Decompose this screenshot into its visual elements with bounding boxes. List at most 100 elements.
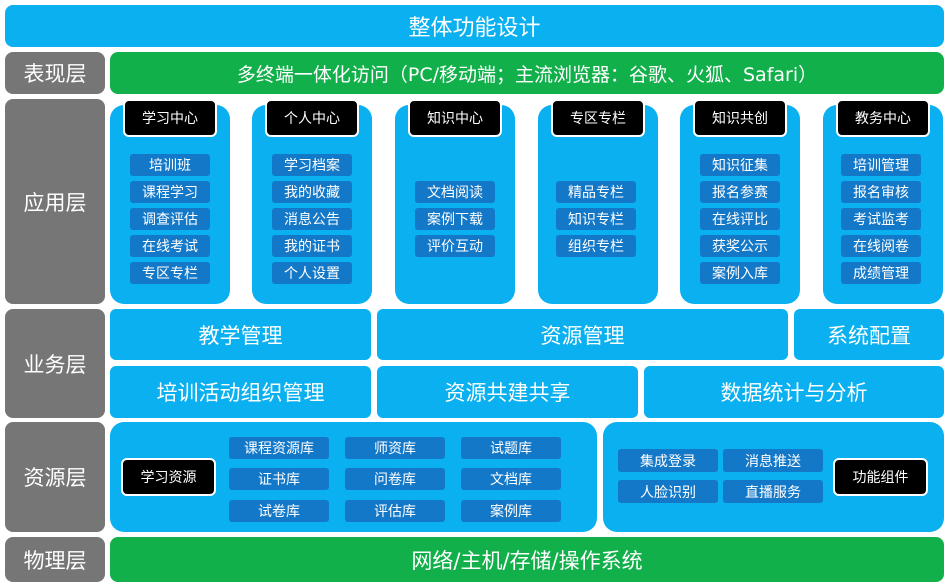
resource-library: 文档库 (461, 468, 561, 490)
app-item: 考试监考 (841, 208, 921, 230)
app-column-title-text: 个人中心 (284, 111, 340, 127)
app-item-text: 知识征集 (712, 158, 768, 174)
learning-resources-label-text: 学习资源 (140, 470, 197, 486)
business-training-activity: 培训活动组织管理 (110, 366, 371, 418)
app-item: 我的证书 (272, 235, 352, 257)
app-item-text: 在线阅卷 (853, 239, 909, 255)
app-item: 案例入库 (700, 262, 780, 284)
physical-bar: 网络/主机/存储/操作系统 (110, 537, 944, 582)
business-box-text: 资源管理 (540, 323, 625, 348)
component-item-text: 直播服务 (745, 484, 801, 501)
resource-library: 问卷库 (345, 468, 445, 490)
business-resource-management: 资源管理 (377, 309, 788, 360)
app-column-title: 专区专栏 (551, 99, 645, 137)
app-item-text: 我的收藏 (284, 185, 340, 201)
app-item: 成绩管理 (841, 262, 921, 284)
component-item-text: 人脸识别 (640, 484, 696, 501)
component-item-text: 消息推送 (745, 453, 801, 470)
app-column-knowledge-center (395, 105, 515, 304)
app-column-title: 教务中心 (836, 99, 930, 137)
app-item-text: 考试监考 (853, 212, 909, 228)
business-box-text: 系统配置 (827, 323, 911, 348)
app-item: 培训管理 (841, 154, 921, 176)
layer-label-business-text: 业务层 (23, 352, 87, 377)
app-item-text: 学习档案 (284, 158, 340, 174)
app-item-text: 调查评估 (142, 212, 198, 228)
component-item: 直播服务 (723, 480, 823, 503)
learning-resources-label: 学习资源 (121, 458, 216, 496)
resource-library-text: 问卷库 (374, 472, 416, 488)
resource-library: 课程资源库 (229, 437, 329, 459)
app-column-title-text: 教务中心 (855, 111, 911, 127)
resource-library-text: 试题库 (490, 441, 532, 457)
app-column-special-section (538, 105, 658, 304)
component-item-text: 集成登录 (640, 453, 696, 470)
layer-label-application-text: 应用层 (23, 190, 87, 215)
app-item: 精品专栏 (556, 181, 636, 203)
app-item-text: 消息公告 (284, 212, 340, 228)
app-item: 组织专栏 (556, 235, 636, 257)
resource-library: 案例库 (461, 500, 561, 522)
app-item: 报名审核 (841, 181, 921, 203)
resource-library: 证书库 (229, 468, 329, 490)
app-column-title: 个人中心 (265, 99, 359, 137)
resource-library-text: 文档库 (490, 472, 532, 488)
business-system-config: 系统配置 (794, 309, 944, 360)
app-item-text: 我的证书 (284, 239, 340, 255)
page-title: 整体功能设计 (5, 5, 944, 47)
app-item-text: 个人设置 (284, 266, 340, 282)
app-item: 在线阅卷 (841, 235, 921, 257)
app-column-title-text: 知识中心 (427, 111, 483, 127)
app-item: 课程学习 (130, 181, 210, 203)
app-item: 学习档案 (272, 154, 352, 176)
app-item: 个人设置 (272, 262, 352, 284)
component-item: 集成登录 (618, 449, 718, 472)
resource-library-text: 师资库 (374, 441, 416, 457)
app-item-text: 成绩管理 (853, 266, 909, 282)
app-item-text: 组织专栏 (568, 239, 624, 255)
presentation-bar: 多终端一体化访问（PC/移动端；主流浏览器：谷歌、火狐、Safari） (110, 52, 944, 94)
app-item: 调查评估 (130, 208, 210, 230)
app-item: 我的收藏 (272, 181, 352, 203)
app-item: 在线考试 (130, 235, 210, 257)
app-item-text: 报名审核 (853, 185, 909, 201)
app-item: 消息公告 (272, 208, 352, 230)
page-title-text: 整体功能设计 (408, 16, 541, 41)
functional-components-label: 功能组件 (833, 458, 928, 496)
app-item-text: 课程学习 (142, 185, 198, 201)
component-item: 人脸识别 (618, 480, 718, 503)
app-item: 知识征集 (700, 154, 780, 176)
component-item: 消息推送 (723, 449, 823, 472)
app-item-text: 在线评比 (712, 212, 768, 228)
app-item: 获奖公示 (700, 235, 780, 257)
app-item-text: 知识专栏 (568, 212, 624, 228)
app-item: 报名参赛 (700, 181, 780, 203)
resource-library-text: 试卷库 (258, 504, 300, 520)
resource-library: 师资库 (345, 437, 445, 459)
layer-label-presentation-text: 表现层 (23, 62, 87, 86)
resource-library: 试题库 (461, 437, 561, 459)
resource-library: 评估库 (345, 500, 445, 522)
app-column-title: 知识共创 (693, 99, 787, 137)
layer-label-resource: 资源层 (5, 422, 105, 532)
app-column-title: 知识中心 (408, 99, 502, 137)
resource-library: 试卷库 (229, 500, 329, 522)
app-item: 培训班 (130, 154, 210, 176)
business-data-analytics: 数据统计与分析 (644, 366, 944, 418)
app-column-title-text: 知识共创 (712, 111, 768, 127)
layer-label-physical-text: 物理层 (23, 548, 87, 573)
resource-library-text: 案例库 (490, 504, 532, 520)
functional-components-label-text: 功能组件 (852, 470, 909, 486)
business-box-text: 培训活动组织管理 (156, 381, 325, 405)
app-item-text: 案例入库 (712, 266, 768, 282)
app-item-text: 培训班 (149, 158, 191, 174)
business-teaching-management: 教学管理 (110, 309, 371, 360)
resource-library-text: 评估库 (374, 504, 416, 520)
business-resource-sharing: 资源共建共享 (377, 366, 638, 418)
app-item: 在线评比 (700, 208, 780, 230)
app-column-title-text: 学习中心 (142, 111, 198, 127)
resource-library-text: 课程资源库 (244, 441, 314, 457)
app-item-text: 评价互动 (427, 239, 483, 255)
layer-label-presentation: 表现层 (5, 52, 105, 94)
app-item-text: 案例下载 (427, 212, 483, 228)
